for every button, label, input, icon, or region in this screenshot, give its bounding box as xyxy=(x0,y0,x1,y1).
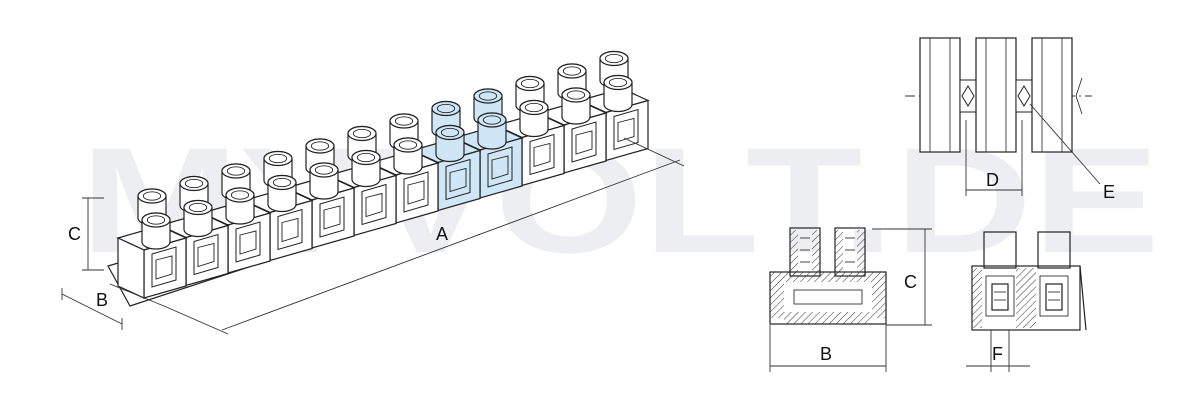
iso-terminal-unit xyxy=(326,125,398,237)
dimension-d-top: D xyxy=(965,120,1023,196)
dimension-f-side: F xyxy=(966,330,1030,372)
front-section-view: C B xyxy=(769,227,932,372)
dimension-b-iso: B xyxy=(61,283,165,330)
top-view-column xyxy=(1031,37,1073,153)
label-a-iso: A xyxy=(436,224,448,244)
label-e-top: E xyxy=(1103,182,1115,202)
label-c-front: C xyxy=(904,272,917,292)
dimension-a-iso: A xyxy=(163,137,685,335)
top-view: D E xyxy=(905,37,1115,202)
iso-terminal-unit xyxy=(116,188,188,299)
label-f-side: F xyxy=(992,344,1003,364)
top-view-column xyxy=(975,37,1033,153)
dimension-c-front: C xyxy=(872,228,932,326)
label-d-top: D xyxy=(986,170,999,190)
dimension-c-iso: C xyxy=(68,197,104,271)
dimension-b-front: B xyxy=(769,325,887,372)
label-b-iso: B xyxy=(96,290,108,310)
label-c-iso: C xyxy=(68,224,81,244)
top-view-column xyxy=(919,37,977,153)
isometric-view: C B A xyxy=(61,50,685,335)
side-section-view: F xyxy=(966,231,1087,372)
dimension-e-top: E xyxy=(1029,103,1115,202)
label-b-front: B xyxy=(820,344,832,364)
